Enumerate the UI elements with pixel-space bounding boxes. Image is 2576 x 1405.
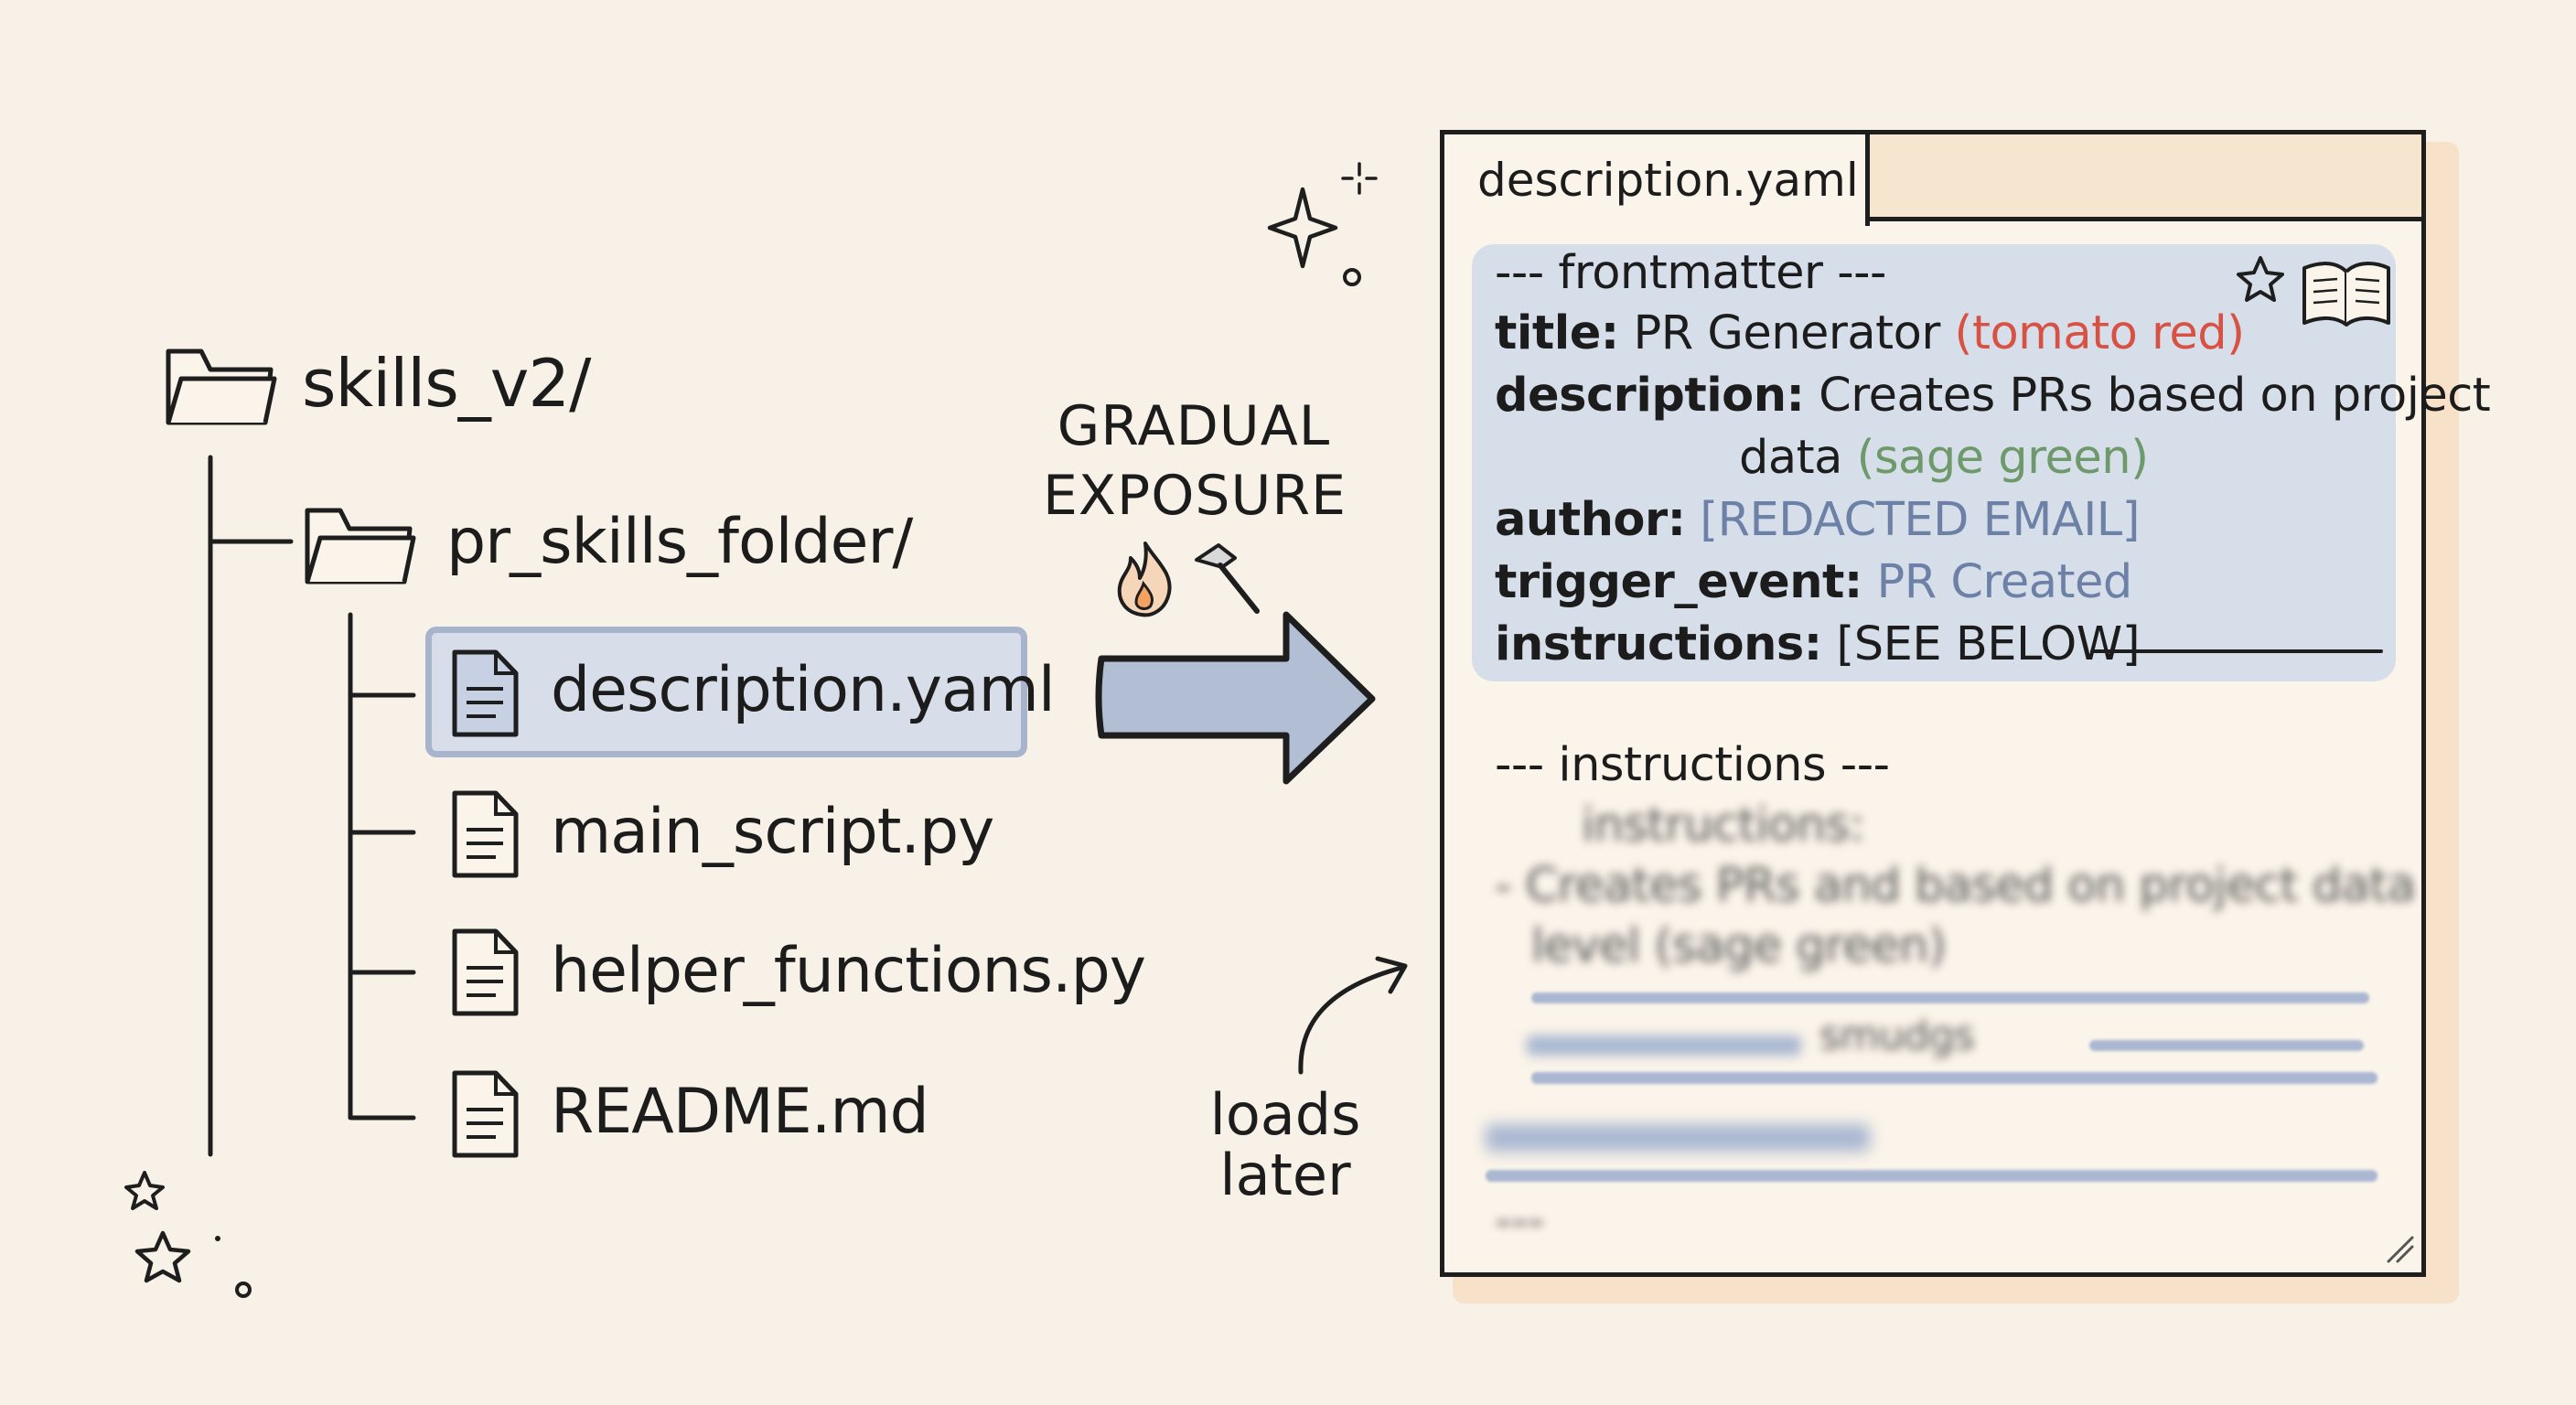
smudge-line [1527, 1035, 1801, 1056]
author-value[interactable]: [REDACTED EMAIL] [1700, 493, 2141, 547]
trigger-value[interactable]: PR Created [1876, 555, 2133, 609]
sparkle-icon [124, 1171, 252, 1298]
smudge-line [2089, 1040, 2364, 1051]
right-arrow-icon [1095, 611, 1376, 785]
title-note: (tomato red) [1954, 306, 2245, 360]
frontmatter-block [1472, 244, 2396, 681]
title-key: title: [1495, 306, 1619, 360]
file-label-main-script[interactable]: main_script.py [551, 796, 994, 868]
panel-tab-description-yaml[interactable]: description.yaml [1440, 130, 1870, 226]
smudge-line [1531, 992, 2369, 1003]
trigger-key: trigger_event: [1495, 555, 1862, 609]
instructions-header: --- instructions --- [1495, 738, 1890, 792]
selected-file-highlight[interactable] [425, 627, 1027, 757]
loads-label-line1: loads [1209, 1081, 1361, 1148]
document-panel: description.yaml --- frontmatter --- tit… [1440, 130, 2491, 1277]
instructions-key: instructions: [1495, 617, 1822, 671]
root-folder-label[interactable]: skills_v2/ [302, 345, 591, 422]
book-icon [2302, 262, 2390, 327]
curved-arrow-icon [1298, 956, 1408, 1075]
blurred-instructions-line6: --- [1495, 1194, 1544, 1248]
title-value[interactable]: PR Generator [1633, 306, 1940, 360]
file-label-description-yaml[interactable]: description.yaml [551, 654, 1056, 726]
divider-line [2090, 649, 2383, 653]
instructions-value[interactable]: [SEE BELOW] [1836, 617, 2141, 671]
file-icon [452, 649, 519, 737]
blurred-instructions-line2: - Creates PRs and based on project data [1495, 859, 2416, 913]
description-line: description: Creates PRs based on projec… [1495, 369, 2491, 423]
subfolder-label[interactable]: pr_skills_folder/ [446, 506, 913, 578]
description-note: (sage green) [1856, 431, 2149, 485]
title-line: title: PR Generator (tomato red) [1495, 306, 2245, 360]
trigger-line: trigger_event: PR Created [1495, 555, 2132, 609]
smudge-line [1486, 1170, 2377, 1182]
fire-icon [1117, 542, 1172, 617]
folder-icon [305, 508, 416, 585]
hammer-icon [1195, 543, 1260, 614]
gradual-label-line1: GRADUAL [1057, 394, 1331, 458]
loads-label-line2: later [1219, 1142, 1351, 1208]
resize-handle-icon[interactable] [2383, 1232, 2416, 1265]
star-icon [2237, 256, 2284, 302]
description-key: description: [1495, 369, 1805, 423]
sparkle-icon [1267, 162, 1378, 286]
description-line-cont: data (sage green) [1739, 431, 2149, 485]
frontmatter-header: --- frontmatter --- [1495, 246, 1886, 300]
file-label-helper-functions[interactable]: helper_functions.py [551, 935, 1146, 1007]
description-value-cont[interactable]: data [1739, 431, 1842, 485]
loads-later-label: loads later [1194, 1085, 1377, 1206]
smudge-line [1486, 1124, 1870, 1152]
instructions-line: instructions: [SEE BELOW] [1495, 617, 2141, 671]
file-icon [452, 928, 519, 1016]
gradual-label-line2: EXPOSURE [1043, 464, 1347, 528]
author-line: author: [REDACTED EMAIL] [1495, 493, 2141, 547]
blurred-instructions-line1: instructions: [1582, 799, 1865, 853]
folder-icon [166, 349, 277, 425]
file-icon [452, 1070, 519, 1158]
file-label-readme[interactable]: README.md [551, 1076, 929, 1148]
gradual-exposure-label: GRADUAL EXPOSURE [1043, 391, 1347, 531]
file-icon [452, 790, 519, 878]
blurred-instructions-line4: smudgs [1819, 1013, 1975, 1059]
author-key: author: [1495, 493, 1686, 547]
smudge-line [1531, 1072, 2377, 1084]
description-value[interactable]: Creates PRs based on project [1819, 369, 2491, 423]
blurred-instructions-line3: level (sage green) [1531, 919, 1947, 973]
